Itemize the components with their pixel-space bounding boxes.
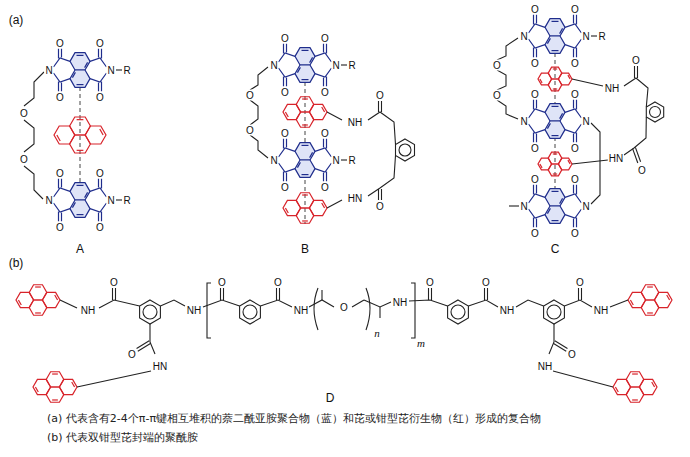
atom-label: R	[347, 155, 356, 166]
atom-label: O	[19, 108, 29, 119]
atom-label: O	[530, 174, 540, 185]
atom-label: O	[481, 277, 491, 288]
repeat-index: n	[373, 327, 381, 339]
structure-label: D	[325, 391, 336, 405]
atom-label: O	[280, 87, 290, 98]
atom-label: NH	[392, 297, 408, 308]
atom-label: O	[567, 349, 577, 360]
atom-label: O	[530, 89, 540, 100]
atom-label: R	[597, 31, 606, 42]
atom-label: N	[106, 195, 115, 206]
atom-label: O	[95, 222, 105, 233]
atom-label: N	[331, 155, 340, 166]
atom-label: O	[492, 90, 502, 101]
atom-label: O	[55, 222, 65, 233]
atom-label: O	[273, 277, 283, 288]
atom-label: NH	[499, 305, 515, 316]
atom-label: R	[122, 195, 131, 206]
atom-label: NH	[537, 361, 553, 372]
atom-label: O	[530, 143, 540, 154]
repeat-index: m	[416, 337, 426, 349]
atom-label: O	[320, 128, 330, 139]
atom-label: O	[575, 277, 585, 288]
atom-label: O	[95, 92, 105, 103]
atom-label: HN	[347, 193, 363, 204]
atom-label: O	[320, 87, 330, 98]
atom-label: N	[519, 116, 528, 127]
atom-label: O	[19, 154, 29, 165]
atom-label: HN	[608, 153, 624, 164]
atom-label: O	[280, 33, 290, 44]
atom-label: NH	[347, 117, 363, 128]
atom-label: O	[492, 60, 502, 71]
atom-label: O	[95, 168, 105, 179]
atom-label: N	[581, 31, 590, 42]
atom-label: NH	[80, 305, 96, 316]
atom-label: O	[530, 58, 540, 69]
atom-label: O	[55, 168, 65, 179]
atom-label: N	[106, 65, 115, 76]
structure-label: B	[300, 242, 310, 256]
atom-label: O	[425, 277, 435, 288]
atom-label: N	[581, 201, 590, 212]
caption-line: (a) 代表含有2-4个π-π键相互堆积的萘二酰亚胺聚合物（蓝）和芘或钳型芘衍生…	[47, 411, 541, 426]
pyrene-units	[16, 67, 672, 402]
atom-label: O	[280, 128, 290, 139]
atom-label: O	[320, 33, 330, 44]
atom-label: R	[347, 60, 356, 71]
atom-label: O	[127, 349, 137, 360]
atom-label: NH	[186, 305, 202, 316]
atom-label: N	[44, 65, 53, 76]
atom-label: O	[109, 277, 119, 288]
pi-stack-axis	[80, 18, 555, 224]
atom-label: N	[269, 155, 278, 166]
atom-label: O	[217, 277, 227, 288]
atom-label: O	[375, 90, 385, 101]
atom-label: O	[631, 55, 641, 66]
caption-line: (b) 代表双钳型芘封端的聚酰胺	[47, 430, 198, 445]
atom-label: O	[375, 201, 385, 212]
atom-label: O	[530, 228, 540, 239]
atom-label: O	[55, 92, 65, 103]
panel-label: (b)	[8, 256, 25, 270]
atom-label: O	[245, 125, 255, 136]
atom-label: N	[581, 116, 590, 127]
atom-label: R	[122, 65, 131, 76]
atom-label: O	[570, 89, 580, 100]
atom-label: O	[570, 58, 580, 69]
atom-label: HN	[152, 361, 168, 372]
atom-label: NH	[604, 83, 620, 94]
atom-label: NH	[293, 305, 309, 316]
atom-label: N	[44, 195, 53, 206]
bond-lines	[24, 36, 664, 387]
atom-label: N	[519, 31, 528, 42]
atom-label: O	[245, 90, 255, 101]
atom-label: O	[320, 182, 330, 193]
atom-label: O	[55, 38, 65, 49]
atom-label: O	[570, 174, 580, 185]
atom-label: N	[269, 60, 278, 71]
structure-label: C	[550, 242, 561, 256]
ndi-units	[54, 15, 582, 228]
atom-label: O	[570, 228, 580, 239]
atom-label: O	[570, 143, 580, 154]
structure-label: A	[75, 242, 85, 256]
atom-label: O	[637, 165, 647, 176]
panel-label: (a)	[8, 13, 25, 27]
atom-label: O	[95, 38, 105, 49]
atom-label: O	[339, 302, 349, 313]
atom-label: O	[570, 4, 580, 15]
atom-label: N	[519, 201, 528, 212]
atom-label: N	[331, 60, 340, 71]
atom-label: O	[280, 182, 290, 193]
atom-label: O	[530, 4, 540, 15]
atom-label: NH	[593, 305, 609, 316]
